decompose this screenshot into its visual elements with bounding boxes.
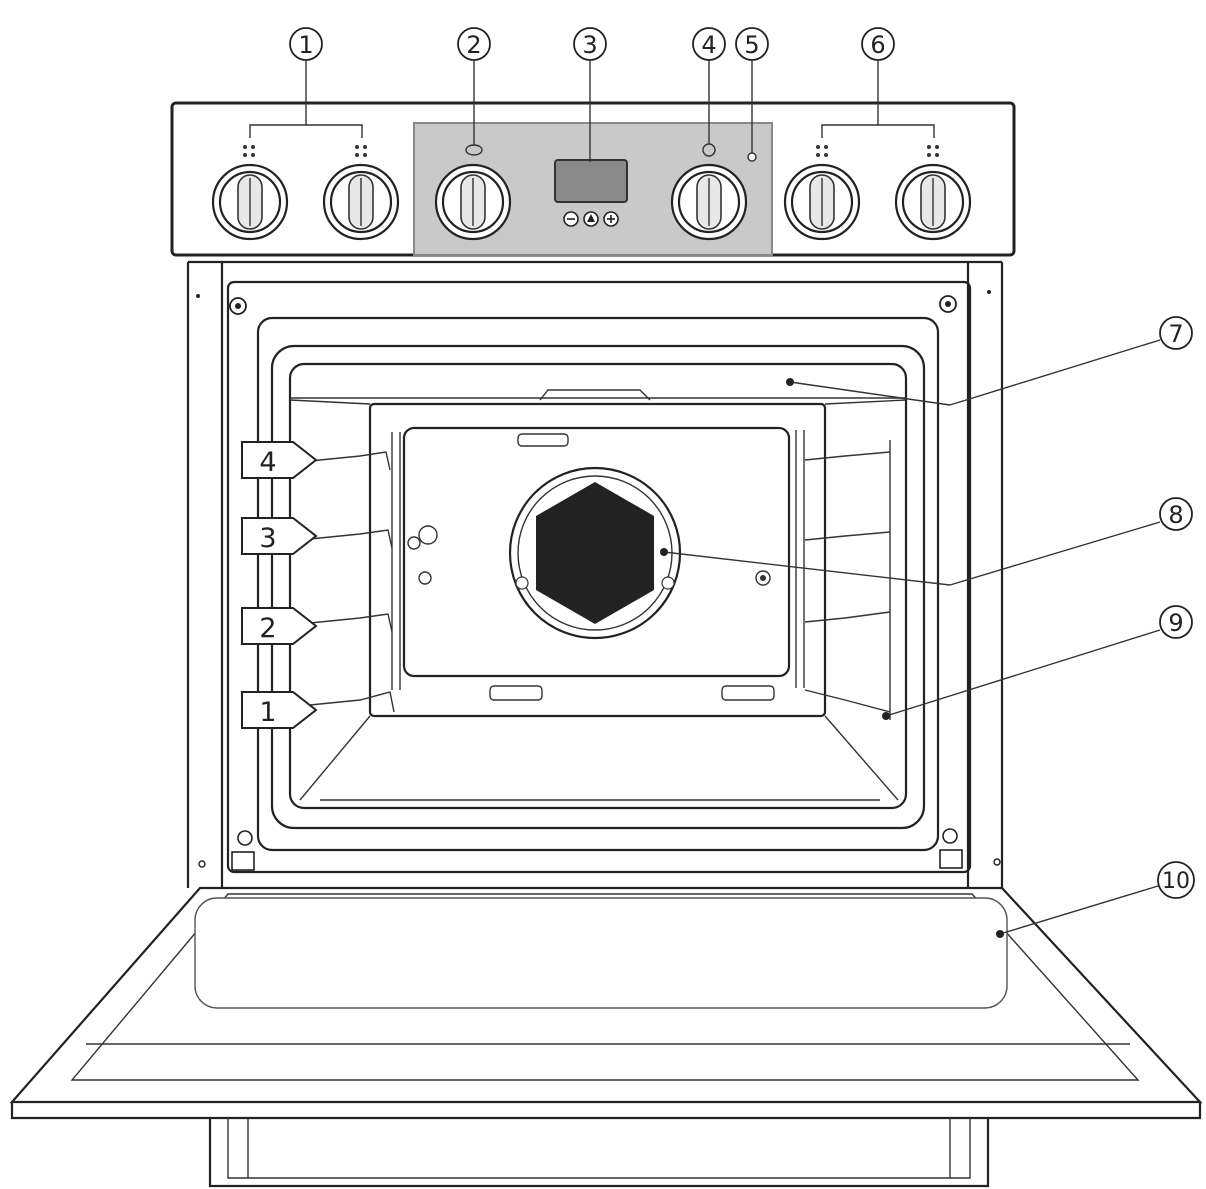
shelf-level-1: 1 bbox=[241, 691, 318, 729]
callout-label: 5 bbox=[744, 31, 759, 59]
shelf-runners-left bbox=[299, 432, 401, 713]
callout-1: 1 bbox=[289, 27, 323, 125]
shelf-level-4: 4 bbox=[241, 441, 318, 479]
callout-2: 2 bbox=[457, 27, 491, 145]
callout-label: 9 bbox=[1168, 609, 1183, 637]
control-panel bbox=[170, 101, 1016, 257]
hob-knob-rear-right[interactable] bbox=[783, 163, 861, 241]
callout-label: 6 bbox=[870, 31, 885, 59]
callout-label: 3 bbox=[582, 31, 597, 59]
callout-6: 6 bbox=[861, 27, 895, 125]
shelf-level-3: 3 bbox=[241, 517, 318, 555]
callout-5: 5 bbox=[735, 27, 769, 153]
callout-7: 7 bbox=[786, 316, 1193, 406]
shelf-level-label: 4 bbox=[259, 447, 276, 478]
callout-3: 3 bbox=[573, 27, 607, 162]
callouts: 1 2 3 4 5 6 bbox=[289, 27, 1195, 938]
oven-body bbox=[186, 260, 1004, 888]
shelf-level-label: 3 bbox=[259, 523, 276, 554]
callout-8: 8 bbox=[660, 497, 1193, 586]
indicator-lamp bbox=[747, 152, 757, 162]
fan-icon bbox=[508, 466, 682, 640]
hob-zone-symbol-icon bbox=[243, 145, 939, 157]
callout-9: 9 bbox=[882, 605, 1193, 720]
hob-knob-rear-left[interactable] bbox=[322, 163, 400, 241]
callout-label: 1 bbox=[298, 31, 313, 59]
shelf-level-label: 1 bbox=[259, 697, 276, 728]
door-glass bbox=[194, 897, 1008, 1009]
shelf-level-2: 2 bbox=[241, 607, 318, 645]
hob-knob-front-left[interactable] bbox=[211, 163, 289, 241]
display-screen bbox=[554, 159, 628, 203]
oven-door[interactable] bbox=[9, 886, 1203, 1188]
hob-knob-front-right[interactable] bbox=[894, 163, 972, 241]
callout-10: 10 bbox=[996, 861, 1195, 938]
shelf-runners-right bbox=[795, 430, 891, 720]
shelf-level-label: 2 bbox=[259, 613, 276, 644]
callout-label: 7 bbox=[1168, 320, 1183, 348]
temperature-knob[interactable] bbox=[670, 163, 748, 241]
callout-label: 10 bbox=[1162, 869, 1190, 894]
callout-label: 4 bbox=[701, 31, 716, 59]
callout-label: 2 bbox=[466, 31, 481, 59]
oven-function-knob[interactable] bbox=[434, 163, 512, 241]
callout-label: 8 bbox=[1168, 501, 1183, 529]
callout-4: 4 bbox=[692, 27, 726, 144]
shelf-level-markers: 4 3 2 1 bbox=[241, 441, 318, 729]
